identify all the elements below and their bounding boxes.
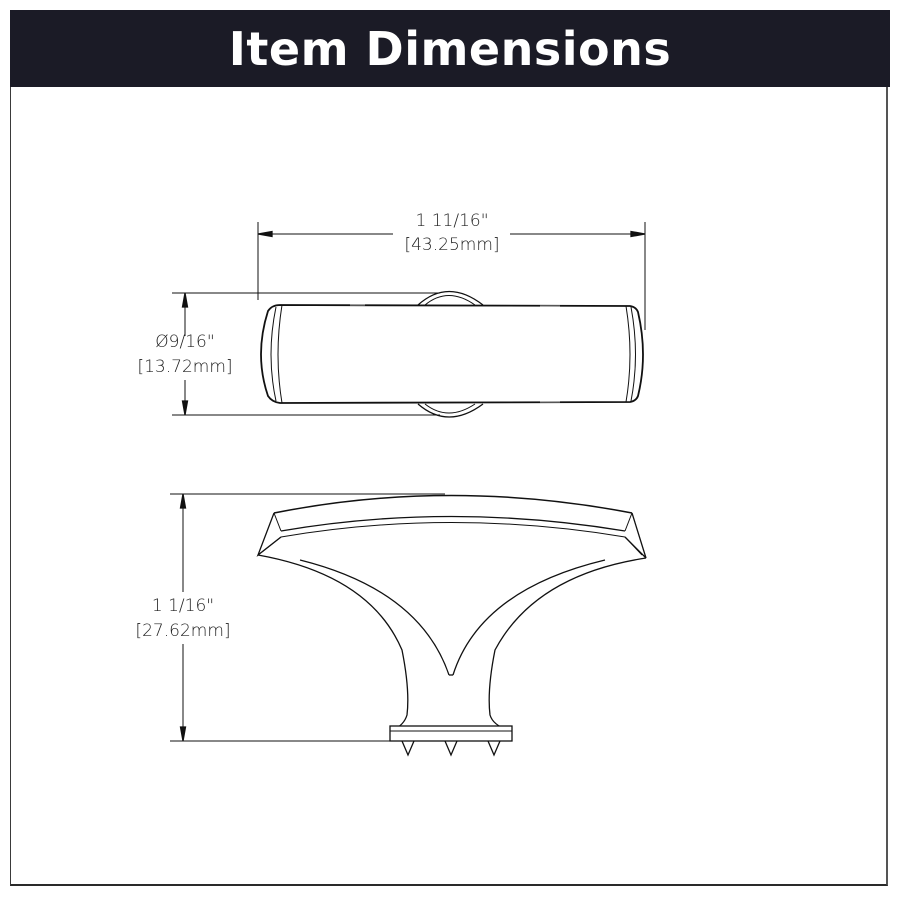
arrow-down-icon bbox=[179, 726, 187, 742]
header-banner: Item Dimensions bbox=[10, 10, 890, 87]
page-title: Item Dimensions bbox=[228, 21, 672, 76]
diameter-imperial-label: Ø9/16" bbox=[155, 332, 214, 352]
arrow-down-icon bbox=[181, 400, 189, 416]
arrow-up-icon bbox=[179, 493, 187, 509]
height-metric-label: [27.62mm] bbox=[135, 621, 230, 641]
width-metric-label: [43.25mm] bbox=[404, 235, 499, 255]
arrow-right-icon bbox=[630, 230, 646, 238]
diameter-metric-label: [13.72mm] bbox=[137, 357, 232, 377]
top-view bbox=[172, 222, 646, 418]
arrow-left-icon bbox=[257, 230, 273, 238]
width-imperial-label: 1 11/16" bbox=[415, 211, 488, 231]
side-view bbox=[170, 493, 647, 757]
height-imperial-label: 1 1/16" bbox=[152, 596, 214, 616]
arrow-up-icon bbox=[181, 292, 189, 308]
